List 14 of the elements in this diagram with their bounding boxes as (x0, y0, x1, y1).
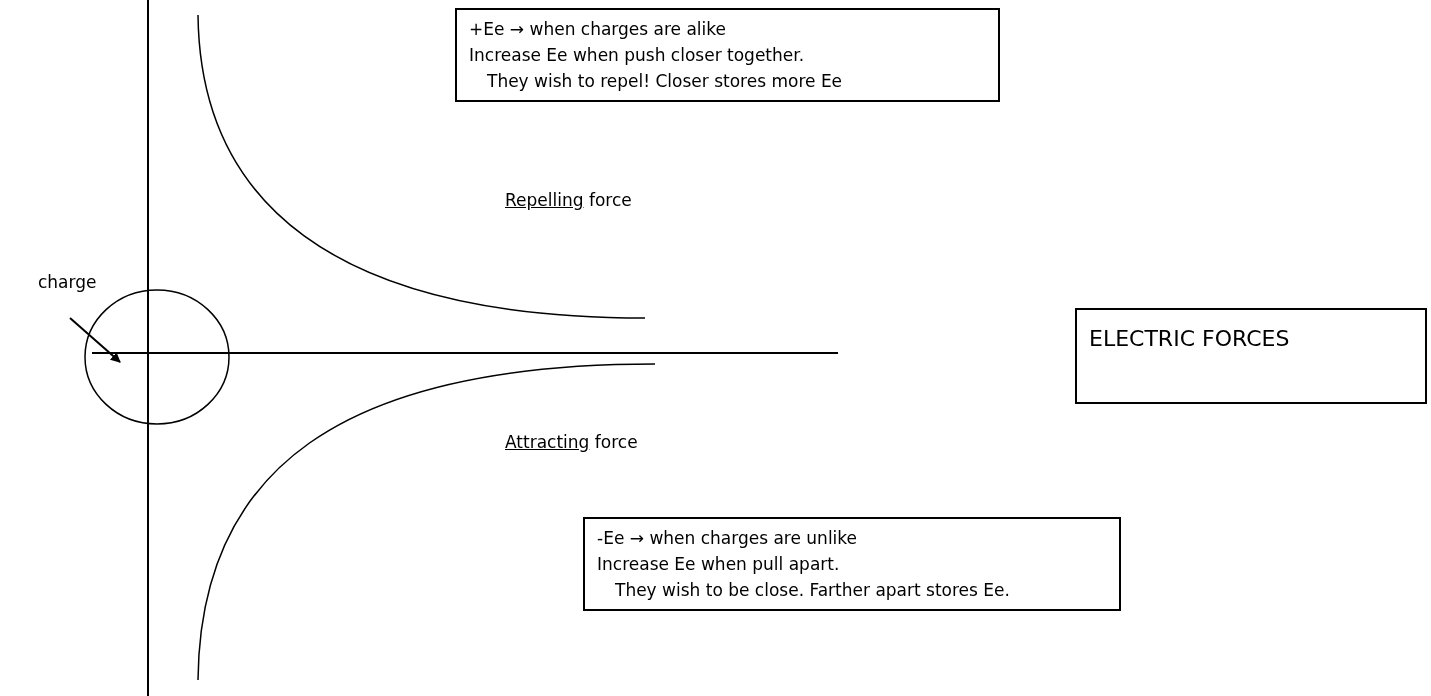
note-text: They wish to be close. Farther apart stores Ee. (614, 579, 1011, 602)
note-box (583, 517, 1121, 611)
charge-label: charge (38, 272, 97, 292)
title-box (1075, 308, 1427, 404)
note-text: -Ee → when charges are unlike (597, 527, 859, 550)
force-label: Repelling force (505, 190, 632, 210)
note-text: ELECTRIC FORCES (1089, 326, 1291, 352)
note-text: They wish to repel! Closer stores more Ee (486, 70, 844, 93)
note-box (455, 8, 1000, 102)
note-text: Increase Ee when pull apart. (597, 553, 841, 576)
note-text: +Ee → when charges are alike (469, 18, 727, 41)
force-label: Attracting force (505, 432, 638, 452)
leader-arrow (69, 317, 121, 363)
note-text: Increase Ee when push closer together. (469, 44, 806, 67)
